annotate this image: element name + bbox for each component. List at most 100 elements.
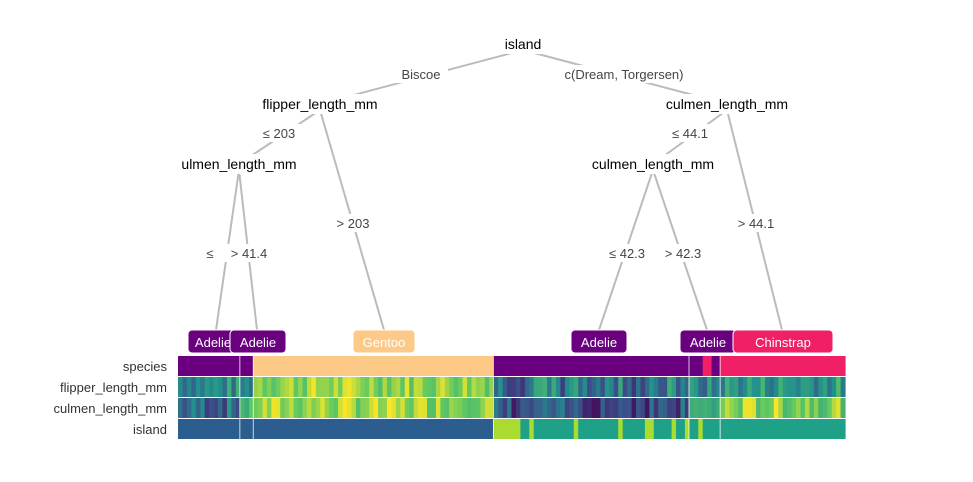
heatmap-cell-flipper xyxy=(511,377,517,397)
heatmap-cell-species xyxy=(462,356,468,376)
heatmap-cell-island xyxy=(538,419,544,439)
heatmap-cell-flipper xyxy=(498,377,504,397)
heatmap-cell-flipper xyxy=(258,377,264,397)
heatmap-cell-culmen xyxy=(804,398,811,418)
edge-label: > 41.4 xyxy=(231,246,268,261)
heatmap-cell-species xyxy=(306,356,312,376)
heatmap-cell-island xyxy=(253,419,259,439)
heatmap-cell-species xyxy=(444,356,450,376)
heatmap-cell-flipper xyxy=(507,377,513,397)
heatmap-cell-species xyxy=(698,356,704,376)
heatmap-cell-island xyxy=(667,419,673,439)
heatmap-cell-culmen xyxy=(524,398,530,418)
leaf-box xyxy=(352,329,416,354)
heatmap-cell-flipper xyxy=(289,377,295,397)
heatmap-cell-island xyxy=(498,419,504,439)
heatmap-cell-island xyxy=(595,419,602,439)
heatmap-cell-species xyxy=(467,356,473,376)
heatmap-cell-culmen xyxy=(658,398,664,418)
heatmap-cell-island xyxy=(395,419,401,439)
heatmap-cell-island xyxy=(840,419,846,439)
heatmap-cell-culmen xyxy=(578,398,584,418)
heatmap-cell-culmen xyxy=(493,398,499,418)
heatmap-cell-island xyxy=(609,419,615,439)
row-label-island: island xyxy=(133,422,167,437)
heatmap-cell-flipper xyxy=(787,377,793,397)
heatmap-cell-species xyxy=(551,356,557,376)
heatmap-cell-island xyxy=(471,419,477,439)
heatmap-cell-island xyxy=(275,419,281,439)
heatmap-cell-species xyxy=(271,356,277,376)
heatmap-cell-species xyxy=(413,356,419,376)
heatmap-cell-island xyxy=(458,419,464,439)
heatmap-cell-island xyxy=(564,419,570,439)
heatmap-cell-species xyxy=(818,356,824,376)
heatmap-cell-culmen xyxy=(386,398,393,418)
heatmap-cell-culmen xyxy=(226,398,232,418)
heatmap-cell-island xyxy=(689,419,695,439)
heatmap-cell-species xyxy=(266,356,272,376)
heatmap-cell-species xyxy=(618,356,624,376)
heatmap-cell-culmen xyxy=(409,398,415,418)
heatmap-cell-island xyxy=(306,419,312,439)
heatmap-cell-culmen xyxy=(266,398,272,418)
heatmap-cell-species xyxy=(502,356,508,376)
heatmap-cell-island xyxy=(249,419,255,439)
heatmap-cell-island xyxy=(618,419,624,439)
heatmap-cell-culmen xyxy=(622,398,628,418)
heatmap-cell-island xyxy=(427,419,433,439)
heatmap-cell-flipper xyxy=(311,377,317,397)
heatmap-cell-culmen xyxy=(489,398,495,418)
heatmap-cell-species xyxy=(346,356,353,376)
row-label-flipper-length-mm: flipper_length_mm xyxy=(60,380,167,395)
heatmap-cell-culmen xyxy=(529,398,535,418)
heatmap-cell-culmen xyxy=(346,398,353,418)
heatmap-cell-flipper xyxy=(386,377,393,397)
heatmap-cell-flipper xyxy=(413,377,419,397)
heatmap-cell-island xyxy=(773,419,779,439)
heatmap-cell-island xyxy=(351,419,357,439)
heatmap-cell-culmen xyxy=(707,398,713,418)
heatmap-cell-species xyxy=(649,356,655,376)
heatmap-cell-island xyxy=(222,419,228,439)
heatmap-cell-species xyxy=(422,356,428,376)
heatmap-cell-species xyxy=(689,356,695,376)
heatmap-cell-culmen xyxy=(667,398,673,418)
heatmap-cell-flipper xyxy=(733,377,739,397)
heatmap-cell-culmen xyxy=(502,398,508,418)
heatmap-cell-flipper xyxy=(249,377,255,397)
heatmap-cell-culmen xyxy=(564,398,570,418)
heatmap-cell-culmen xyxy=(435,398,441,418)
heatmap-cell-species xyxy=(338,356,344,376)
heatmap-cell-species xyxy=(324,356,330,376)
heatmap-cell-flipper xyxy=(275,377,281,397)
heatmap-cell-culmen xyxy=(702,398,708,418)
heatmap-cell-culmen xyxy=(742,398,748,418)
heatmap-cell-culmen xyxy=(813,398,819,418)
heatmap-cell-island xyxy=(355,419,361,439)
tree-node-background xyxy=(585,154,721,174)
heatmap-cell-island xyxy=(289,419,295,439)
heatmap-cell-flipper xyxy=(218,377,224,397)
heatmap-cell-flipper xyxy=(760,377,766,397)
heatmap-cell-flipper xyxy=(444,377,450,397)
heatmap-cell-culmen xyxy=(262,398,268,418)
heatmap-cell-culmen xyxy=(329,398,335,418)
edge-label-background xyxy=(663,124,717,142)
heatmap-cell-flipper xyxy=(266,377,272,397)
heatmap-cell-species xyxy=(329,356,335,376)
heatmap-cell-culmen xyxy=(271,398,277,418)
heatmap-cell-flipper xyxy=(676,377,682,397)
heatmap-cell-island xyxy=(240,419,246,439)
edge-label: Biscoe xyxy=(401,67,440,82)
heatmap-cell-island xyxy=(444,419,450,439)
heatmap-cell-species xyxy=(587,356,593,376)
heatmap-cell-island xyxy=(649,419,655,439)
heatmap-cell-species xyxy=(240,356,246,376)
heatmap-cell-culmen xyxy=(636,398,642,418)
heatmap-cell-species xyxy=(769,356,775,376)
heatmap-cell-culmen xyxy=(320,398,326,418)
heatmap-cell-flipper xyxy=(280,377,286,397)
heatmap-cell-culmen xyxy=(333,398,339,418)
heatmap-cell-flipper xyxy=(191,377,197,397)
